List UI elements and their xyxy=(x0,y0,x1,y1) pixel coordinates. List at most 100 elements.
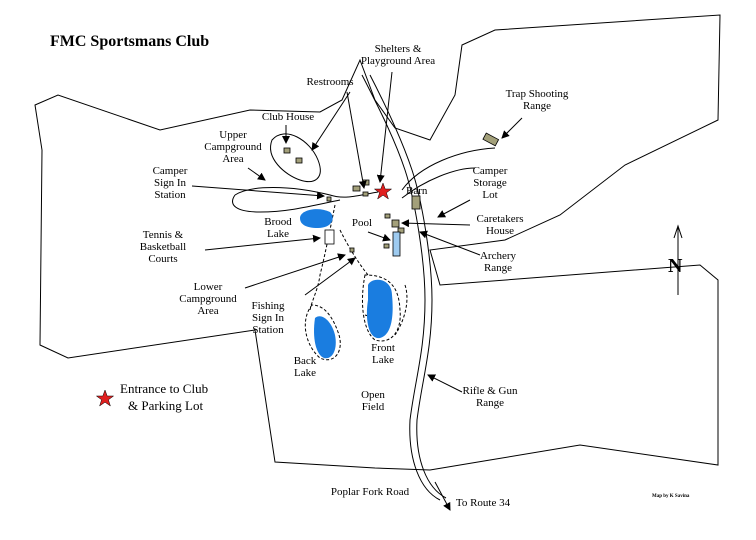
clubhouse-building xyxy=(283,147,291,154)
label-open-field-line: Open xyxy=(361,389,385,401)
arrow-trap xyxy=(501,117,523,139)
label-upper-camp-line: Area xyxy=(222,153,243,165)
arrow-shelters xyxy=(376,71,393,183)
arrow-camper-storage xyxy=(437,199,471,218)
label-camper-signin-line: Station xyxy=(154,189,186,201)
tennis-courts xyxy=(324,229,335,245)
upper-camp-building xyxy=(295,157,303,164)
label-shelters-line: Shelters & xyxy=(375,43,422,55)
label-route: To Route 34 xyxy=(456,497,511,509)
north-label: N xyxy=(668,255,683,277)
trap-house xyxy=(482,132,500,147)
pool-house xyxy=(384,213,391,219)
label-tennis-line: Courts xyxy=(148,253,177,265)
label-barn: Barn xyxy=(406,185,428,197)
label-pool-line: Pool xyxy=(352,217,372,229)
label-front-lake-line: Front xyxy=(371,342,395,354)
label-clubhouse-line: Club House xyxy=(262,111,314,123)
arrow-tennis xyxy=(204,234,321,251)
path-to-back-lake xyxy=(309,204,336,311)
upper-campground-loop xyxy=(270,133,321,183)
label-road-line: Poplar Fork Road xyxy=(331,486,410,498)
camper-signin-building xyxy=(326,196,332,202)
property-boundary xyxy=(34,14,721,471)
label-rifle-line: Range xyxy=(476,397,504,409)
back-lake xyxy=(314,316,336,359)
label-camper-signin-line: Sign In xyxy=(154,177,187,189)
label-shelters: Shelters &Playground Area xyxy=(361,43,435,67)
arrow-pool xyxy=(367,231,391,242)
label-barn-line: Barn xyxy=(406,185,428,197)
label-upper-camp-line: Upper xyxy=(219,129,247,141)
label-upper-camp-line: Campground xyxy=(204,141,262,153)
label-trap-line: Range xyxy=(523,100,551,112)
map-credit: Map by K Savina xyxy=(652,494,690,499)
archery-building xyxy=(397,227,405,234)
entrance-star xyxy=(373,182,393,200)
front-lake xyxy=(366,279,393,339)
label-camper-storage-line: Camper xyxy=(473,165,508,177)
path-front-lake-ring xyxy=(361,274,401,342)
arrow-restrooms-1 xyxy=(346,91,367,189)
label-route-line: To Route 34 xyxy=(456,497,511,509)
label-rifle-line: Rifle & Gun xyxy=(463,385,518,397)
poplar-fork-road xyxy=(361,74,441,501)
label-trap-line: Trap Shooting xyxy=(506,88,569,100)
camper-storage-drive xyxy=(401,147,496,199)
label-restrooms: Restrooms xyxy=(306,76,353,88)
legend-line-2: & Parking Lot xyxy=(128,398,203,413)
label-brood-line: Brood xyxy=(264,216,292,228)
arrow-rifle xyxy=(427,374,463,393)
label-archery-line: Range xyxy=(484,262,512,274)
label-restrooms-line: Restrooms xyxy=(306,76,353,88)
label-tennis-line: Tennis & xyxy=(143,229,184,241)
legend-star xyxy=(95,389,115,407)
label-road: Poplar Fork Road xyxy=(331,486,410,498)
map-title: FMC Sportsmans Club xyxy=(50,33,209,50)
shelter-2 xyxy=(362,179,370,186)
label-camper-storage-line: Storage xyxy=(473,177,507,189)
arrow-archery xyxy=(419,230,481,256)
north-arrow-head xyxy=(673,224,683,239)
label-lower-camp-line: Lower xyxy=(194,281,223,293)
arrow-fishing xyxy=(304,257,356,296)
label-fishing-line: Sign In xyxy=(252,312,285,324)
arrow-camper-signin xyxy=(191,185,325,200)
label-camper-signin-line: Camper xyxy=(153,165,188,177)
brood-lake xyxy=(300,209,333,228)
pool-shed xyxy=(383,243,390,249)
label-lower-camp-line: Campground xyxy=(179,293,237,305)
label-camper-storage-line: Lot xyxy=(482,189,497,201)
label-brood-line: Lake xyxy=(267,228,289,240)
label-clubhouse: Club House xyxy=(262,111,314,123)
label-caretakers-line: Caretakers xyxy=(476,213,523,225)
arrow-upper-camp xyxy=(247,167,266,181)
path-back-lake-ring xyxy=(304,304,341,361)
entrance-drive xyxy=(232,187,379,213)
label-archery-line: Archery xyxy=(480,250,517,262)
label-back-lake-line: Lake xyxy=(294,367,316,379)
arrow-caretakers xyxy=(401,219,471,228)
legend-line-1: Entrance to Club xyxy=(120,381,208,396)
arrow-lower-camp xyxy=(244,253,346,289)
label-shelters-line: Playground Area xyxy=(361,55,435,67)
label-fishing-line: Station xyxy=(252,324,284,336)
caretakers-house xyxy=(391,219,400,228)
pool xyxy=(392,231,401,257)
restroom-building xyxy=(362,191,369,197)
fishing-signin-building xyxy=(349,247,355,253)
